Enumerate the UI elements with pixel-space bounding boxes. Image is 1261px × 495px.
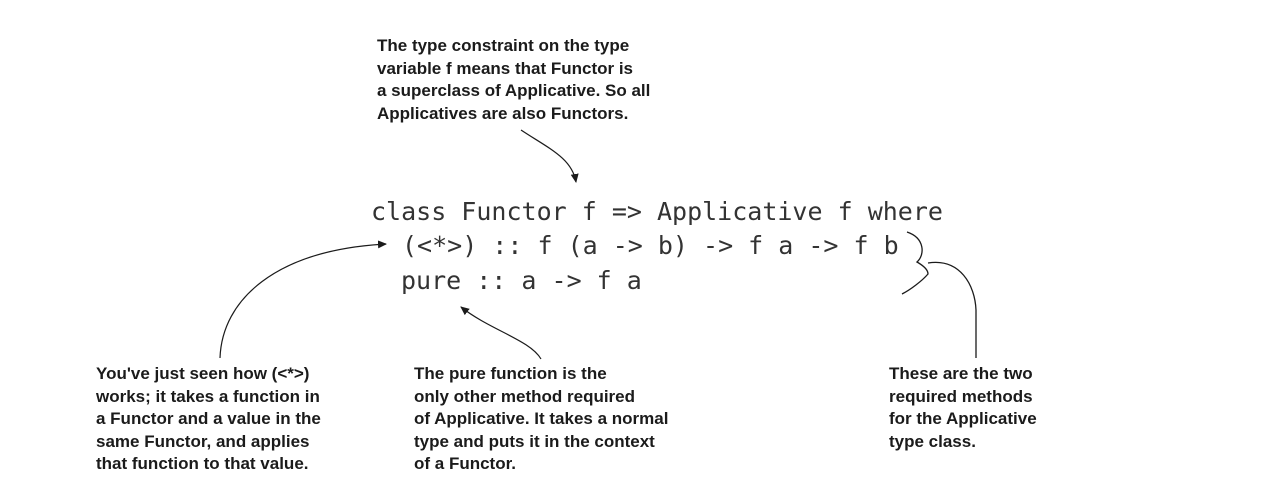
annotation-line: type and puts it in the context <box>414 431 655 451</box>
annotation-line: of Applicative. It takes a normal <box>414 409 669 428</box>
brace-to-right-note-line <box>927 261 977 358</box>
annotation-bottom-middle: The pure function is the only other meth… <box>414 363 668 476</box>
annotation-line: required methods <box>889 386 1033 406</box>
annotation-line: same Functor, and applies <box>96 431 310 451</box>
methods-brace <box>901 231 929 295</box>
annotation-bottom-left: You've just seen how (<*>) works; it tak… <box>96 363 321 476</box>
annotation-line: a Functor and a value in the <box>96 409 321 428</box>
code-line-pure: pure :: a -> f a <box>401 266 642 295</box>
annotation-line: that function to that value. <box>96 454 309 473</box>
annotation-line: Applicatives are also Functors. <box>377 103 629 123</box>
arrow-top-to-constraint <box>520 129 579 183</box>
code-line-apply: (<*>) :: f (a -> b) -> f a -> f b <box>402 231 899 260</box>
annotation-line: for the Applicative <box>889 409 1037 428</box>
annotation-bottom-right: These are the two required methods for t… <box>889 363 1037 453</box>
annotation-top: The type constraint on the type variable… <box>377 35 650 125</box>
annotation-line: works; it takes a function in <box>96 386 320 406</box>
annotation-line: only other method required <box>414 386 636 406</box>
annotation-line: These are the two <box>889 364 1033 383</box>
annotation-line: The pure function is the <box>414 364 607 383</box>
code-line-class: class Functor f => Applicative f where <box>371 197 943 226</box>
annotation-line: The type constraint on the type <box>377 36 630 55</box>
annotation-line: type class. <box>889 431 976 451</box>
arrow-middle-to-pure <box>460 306 542 360</box>
annotation-line: of a Functor. <box>414 454 516 473</box>
annotation-line: a superclass of Applicative. So all <box>377 81 651 100</box>
annotation-line: You've just seen how (<*>) <box>96 364 310 383</box>
annotation-line: variable f means that Functor is <box>377 58 634 78</box>
arrow-left-to-apply <box>219 240 387 359</box>
